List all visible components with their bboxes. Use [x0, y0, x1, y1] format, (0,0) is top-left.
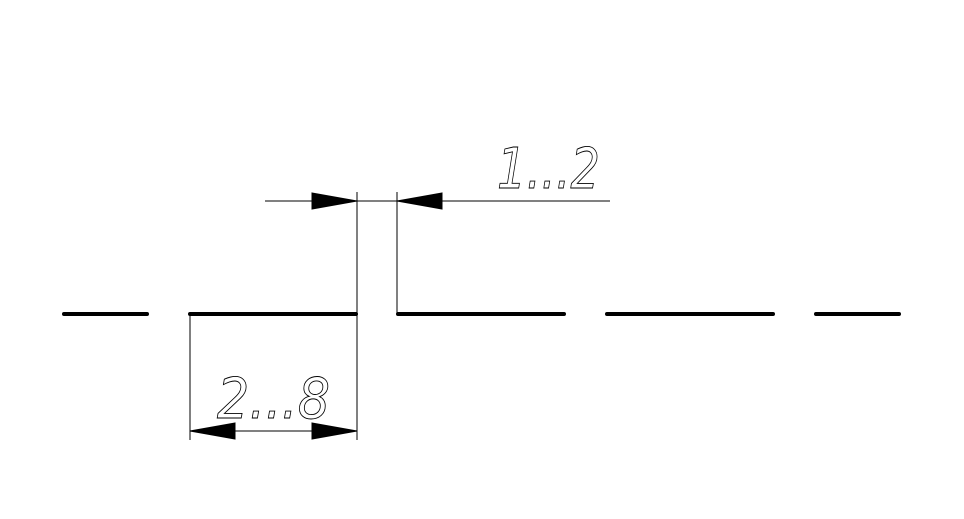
- dash-length-dimension: 2...8: [189, 314, 358, 440]
- gap-arrow-left-icon: [396, 192, 443, 210]
- dash-dimension-label: 2...8: [217, 367, 330, 432]
- gap-dimension-label: 1...2: [497, 137, 600, 202]
- gap-arrow-right-icon: [311, 192, 358, 210]
- dash-arrow-right-icon: [311, 422, 358, 440]
- gap-dimension: 1...2: [265, 137, 610, 314]
- dash-arrow-left-icon: [189, 422, 236, 440]
